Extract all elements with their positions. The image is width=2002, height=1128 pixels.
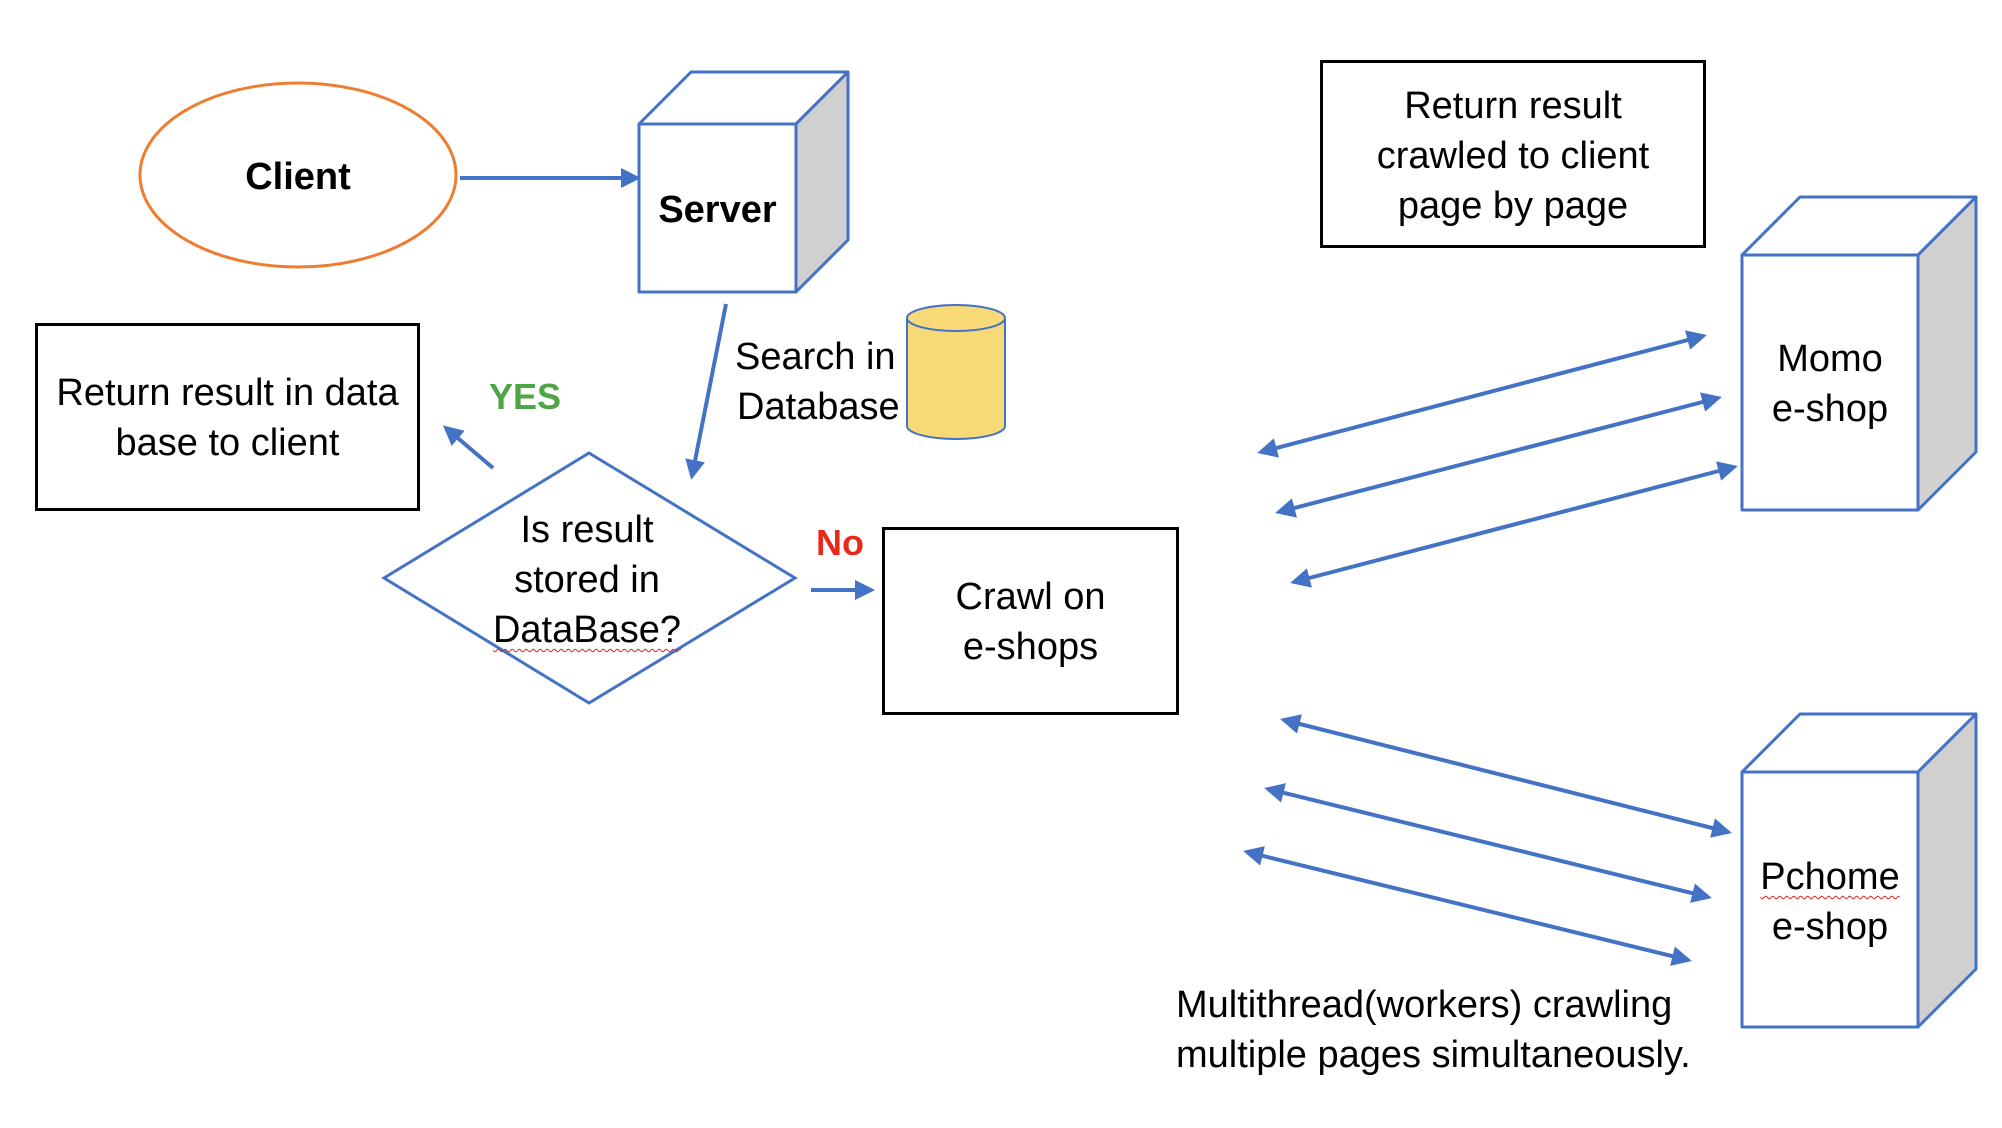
momo-label-line2: e-shop [1771,388,1889,430]
arrow-momo-1 [1257,330,1707,458]
momo-label-line1: Momo [1777,338,1883,380]
decision-label-line3: DataBase? [492,609,681,651]
arrow-server-to-decision [685,303,728,480]
arrow-pchome-2 [1264,783,1712,903]
pchome-label-line2: e-shop [1771,906,1889,948]
return-db-box [35,323,420,511]
pchome-cube [1740,712,1978,1029]
decision-label-line2: stored in [514,559,660,601]
arrow-yes-to-return [442,425,495,470]
return-crawled-label-line1: Return result [1404,85,1622,127]
server-cube [637,70,850,294]
return-db-label-line1: Return result in data [56,372,399,414]
yes-label: YES [488,376,562,417]
arrow-momo-2 [1275,392,1722,518]
return-crawled-label-line2: crawled to client [1376,135,1650,177]
momo-cube [1740,195,1978,512]
multithread-note-line1: Multithread(workers) crawling [1176,984,1673,1026]
search-db-label-line1: Search in [735,336,896,378]
return-crawled-box [1320,60,1706,248]
crawl-label-line2: e-shops [962,626,1099,668]
multithread-note-line2: multiple pages simultaneously. [1176,1034,1691,1076]
arrow-momo-3 [1290,461,1738,588]
decision-label-line1: Is result [520,509,654,551]
return-crawled-label-line3: page by page [1397,185,1629,227]
arrow-pchome-3 [1243,846,1692,966]
crawl-box [882,527,1179,715]
decision-diamond [381,451,798,705]
client-node [138,81,458,269]
return-db-label-line2: base to client [115,422,340,464]
search-db-label-line2: Database [737,386,900,428]
arrow-pchome-1 [1280,714,1732,838]
pchome-label-line1: Pchome [1760,856,1900,898]
no-label: No [816,522,864,563]
server-label: Server [658,189,777,231]
crawl-label-line1: Crawl on [955,576,1106,618]
client-label: Client [245,156,351,198]
database-icon [906,304,1006,440]
